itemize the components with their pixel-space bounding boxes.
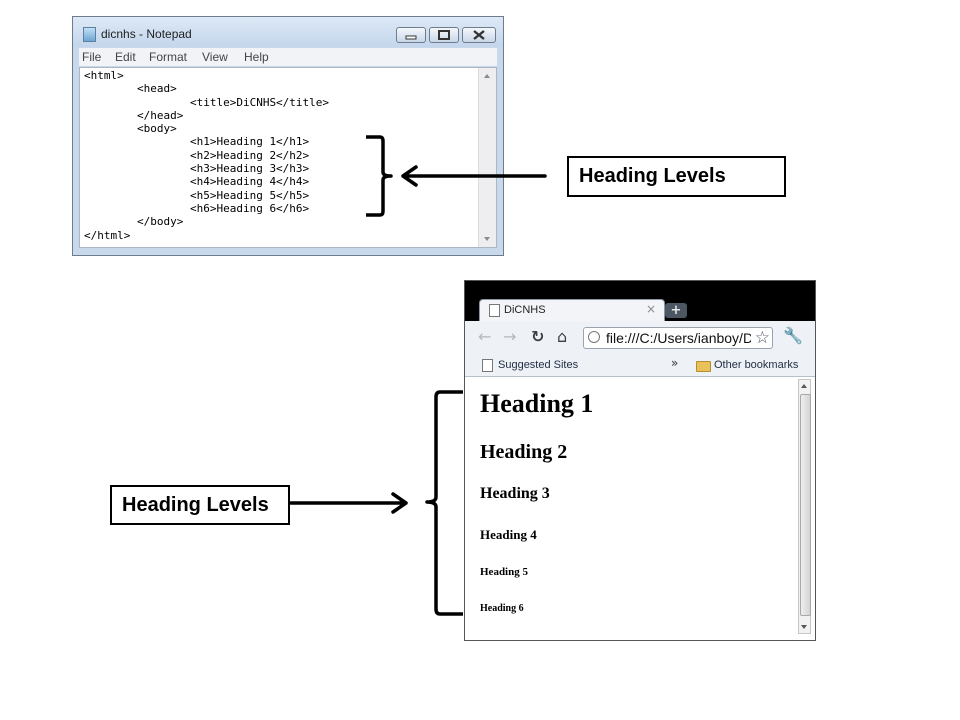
scroll-up-arrow-icon[interactable] <box>801 384 807 388</box>
scroll-up-arrow-icon[interactable] <box>484 74 490 78</box>
maximize-button[interactable] <box>429 27 459 43</box>
notepad-title: dicnhs - Notepad <box>101 27 192 41</box>
right-brace-icon <box>366 135 393 217</box>
page-icon <box>482 359 493 372</box>
right-arrow-icon <box>289 492 408 514</box>
notepad-window: dicnhs - Notepad File Edit Format View H… <box>72 16 504 256</box>
notepad-vertical-scrollbar[interactable] <box>478 68 496 247</box>
globe-icon <box>588 331 600 343</box>
tab-title: DiCNHS <box>504 304 546 316</box>
tab-close-icon[interactable]: × <box>645 302 656 316</box>
reload-icon[interactable]: ↻ <box>531 327 545 346</box>
close-button[interactable] <box>462 27 496 43</box>
wrench-icon[interactable]: 🔧 <box>783 326 803 345</box>
html-source-code: <html> <head> <title>DiCNHS</title> </he… <box>84 69 330 242</box>
heading-2: Heading 2 <box>480 441 568 463</box>
menu-format[interactable]: Format <box>149 50 188 64</box>
scroll-thumb[interactable] <box>800 394 811 616</box>
menu-file[interactable]: File <box>82 50 102 64</box>
browser-vertical-scrollbar[interactable] <box>798 379 811 634</box>
menu-help[interactable]: Help <box>244 50 269 64</box>
address-bar[interactable]: file:///C:/Users/ianboy/D ☆ <box>583 327 773 349</box>
left-brace-icon <box>425 390 463 616</box>
bookmarks-bar: Suggested Sites » Other bookmarks <box>465 355 815 377</box>
minimize-button[interactable] <box>396 27 426 43</box>
notepad-title-bar[interactable]: dicnhs - Notepad <box>73 17 503 47</box>
browser-window: DiCNHS × + ← → ↻ ⌂ file:///C:/Users/ianb… <box>464 280 816 641</box>
scroll-down-arrow-icon[interactable] <box>484 237 490 241</box>
heading-6: Heading 6 <box>480 603 524 614</box>
folder-icon <box>696 361 711 372</box>
bookmarks-overflow-chevron-icon[interactable]: » <box>671 356 679 370</box>
page-icon <box>489 304 500 317</box>
new-tab-button[interactable]: + <box>665 303 687 318</box>
bookmark-star-icon[interactable]: ☆ <box>754 328 770 348</box>
maximize-icon <box>438 30 450 40</box>
left-arrow-icon <box>401 165 547 187</box>
notepad-text-area[interactable]: <html> <head> <title>DiCNHS</title> </he… <box>79 67 497 248</box>
heading-4: Heading 4 <box>480 527 537 542</box>
scroll-down-arrow-icon[interactable] <box>801 625 807 629</box>
page-content: Heading 1 Heading 2 Heading 3 Heading 4 … <box>465 377 815 640</box>
browser-tab[interactable]: DiCNHS × <box>479 299 665 321</box>
minimize-icon <box>405 35 417 40</box>
forward-arrow-icon[interactable]: → <box>503 327 517 346</box>
back-arrow-icon[interactable]: ← <box>478 327 492 346</box>
browser-toolbar: ← → ↻ ⌂ file:///C:/Users/ianboy/D ☆ 🔧 <box>465 321 815 355</box>
menu-view[interactable]: View <box>202 50 228 64</box>
url-text: file:///C:/Users/ianboy/D <box>606 330 751 346</box>
bookmark-other-bookmarks[interactable]: Other bookmarks <box>714 359 799 371</box>
home-icon[interactable]: ⌂ <box>557 327 568 346</box>
heading-levels-label-bottom: Heading Levels <box>110 485 290 525</box>
heading-5: Heading 5 <box>480 566 528 578</box>
notepad-menu-bar: File Edit Format View Help <box>79 48 497 66</box>
heading-1: Heading 1 <box>480 389 594 418</box>
heading-3: Heading 3 <box>480 485 550 502</box>
notepad-app-icon <box>83 27 96 42</box>
bookmark-suggested-sites[interactable]: Suggested Sites <box>498 359 579 371</box>
close-icon <box>473 30 485 40</box>
heading-levels-label-top: Heading Levels <box>567 156 786 197</box>
menu-edit[interactable]: Edit <box>115 50 136 64</box>
